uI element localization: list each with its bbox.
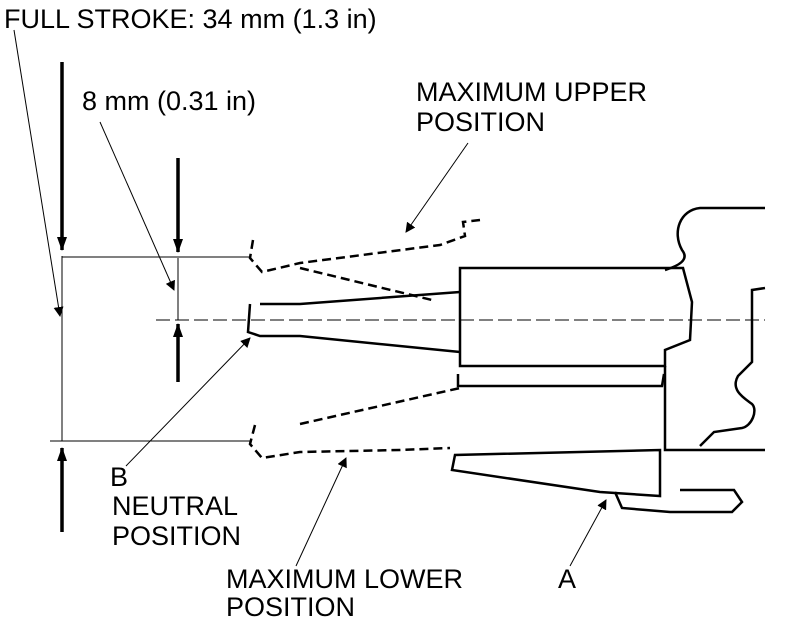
lower-boss	[456, 373, 666, 388]
upper-position-leader	[405, 142, 469, 233]
part-a-leader	[569, 499, 607, 567]
b-letter-label: B	[110, 462, 128, 492]
part-a-rod-end	[613, 488, 744, 514]
full-stroke-label: FULL STROKE: 34 mm (1.3 in)	[4, 4, 377, 34]
upper-position-label-line1: MAXIMUM UPPER	[416, 77, 647, 107]
upper-position-label-line2: POSITION	[416, 107, 545, 137]
neutral-position-label-line2: POSITION	[112, 521, 241, 551]
lower-position-lever-outline	[248, 386, 461, 460]
lower-position-label-line2: POSITION	[226, 592, 355, 622]
lower-position-label-line1: MAXIMUM LOWER	[226, 564, 463, 594]
offset-label: 8 mm (0.31 in)	[82, 86, 256, 116]
neutral-position-label-line1: NEUTRAL	[112, 491, 238, 521]
neutral-lever-outline	[246, 290, 461, 354]
a-letter-label: A	[558, 564, 576, 594]
frame-outline	[663, 206, 765, 452]
frame-inner-contour	[699, 286, 766, 447]
lower-position-leader	[295, 457, 347, 567]
pivot-housing	[458, 266, 694, 368]
offset-dimension	[99, 121, 183, 382]
upper-position-lever-outline	[248, 218, 481, 302]
neutral-position-leader	[125, 337, 251, 467]
part-a-rod	[450, 448, 662, 498]
